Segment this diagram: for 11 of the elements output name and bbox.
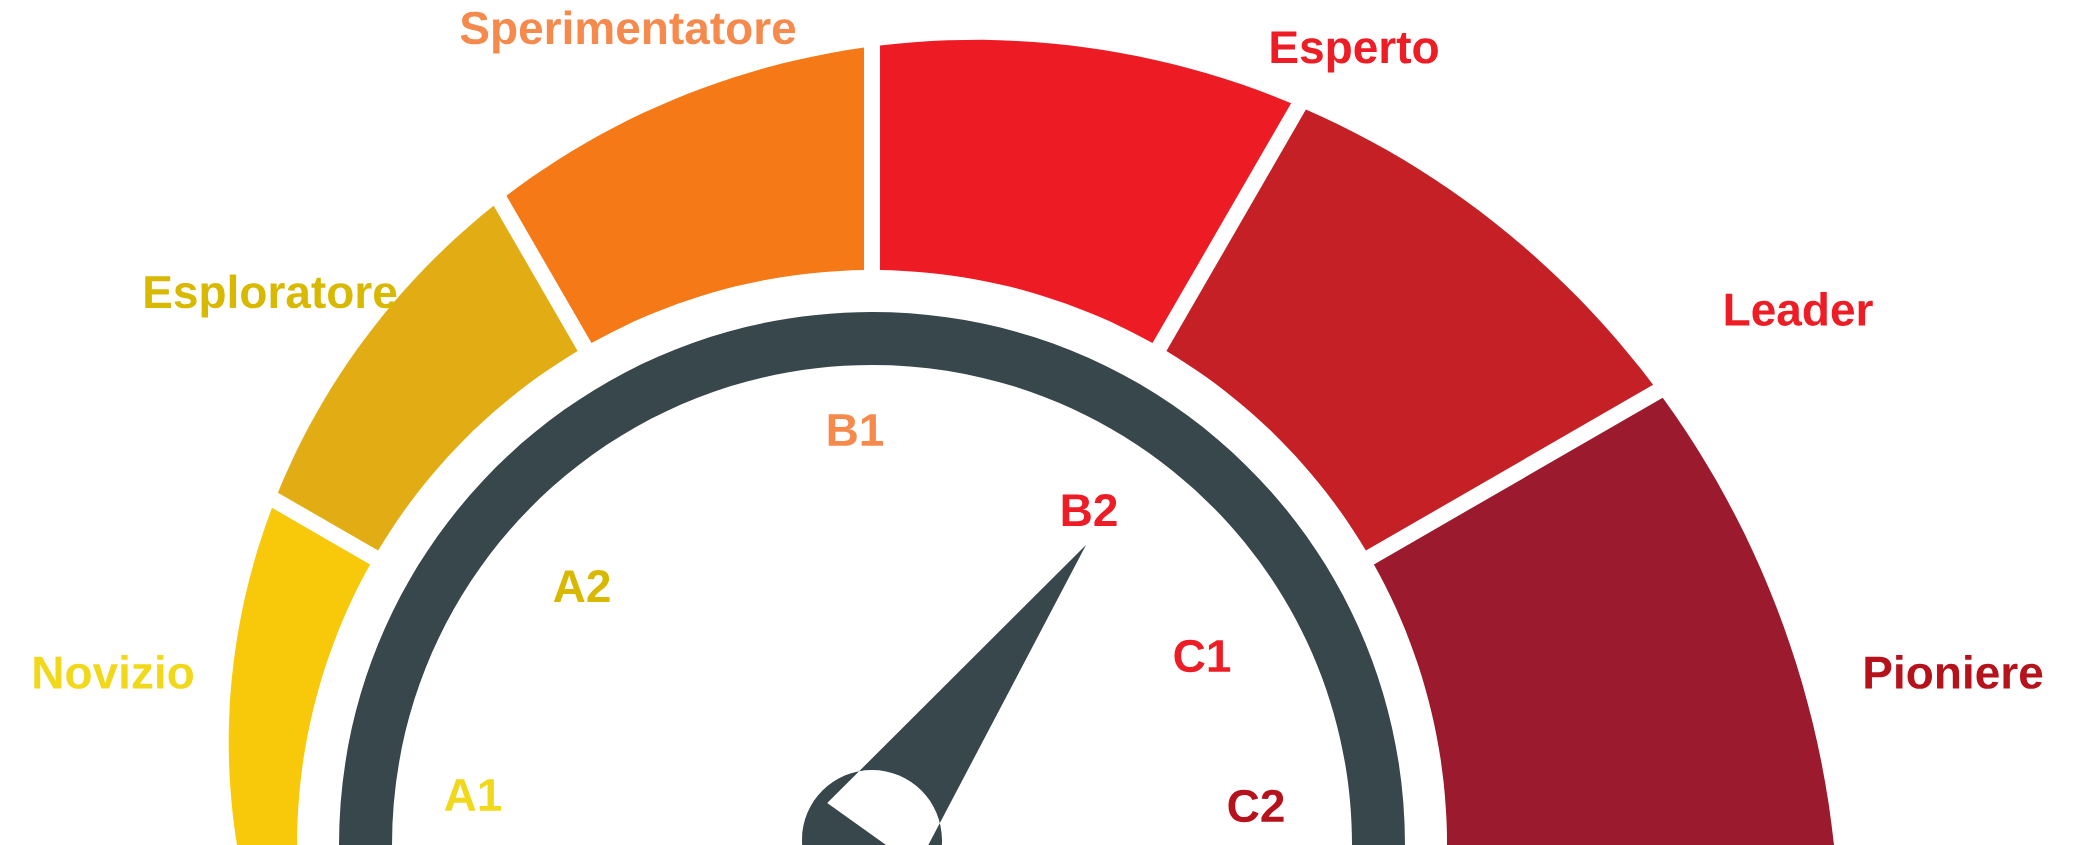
level-label: A1 — [444, 779, 502, 811]
level-label: C2 — [1228, 789, 1284, 823]
node-label: Novizio — [34, 655, 194, 689]
node-label: Pioniere — [1865, 655, 2043, 689]
node-label: Sperimentatore — [460, 10, 796, 54]
node-label: Esperto — [1271, 31, 1438, 73]
level-label: A2 — [553, 569, 610, 603]
level-label: C1 — [1174, 639, 1231, 673]
node-label: Leader — [1725, 292, 1873, 326]
level-label: B2 — [1062, 493, 1117, 527]
level-label: B1 — [828, 414, 884, 446]
